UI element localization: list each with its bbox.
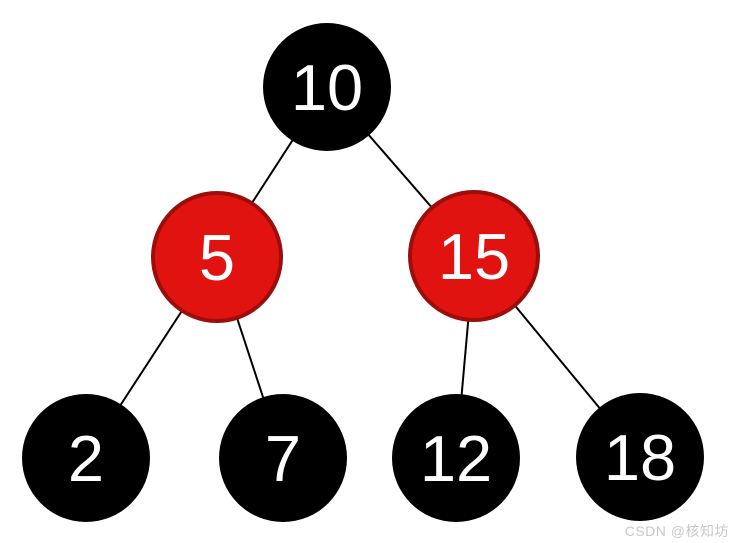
tree-node-7-label: 7 [264, 421, 302, 495]
tree-node-2-label: 2 [67, 421, 105, 495]
tree-node-18: 18 [576, 393, 704, 521]
csdn-watermark: CSDN @核知坊 [624, 523, 729, 539]
tree-node-12: 12 [392, 394, 520, 522]
tree-node-2: 2 [22, 394, 150, 522]
tree-node-5: 5 [151, 191, 283, 323]
tree-node-10-label: 10 [290, 50, 364, 124]
tree-node-10: 10 [263, 23, 391, 151]
tree-node-18-label: 18 [603, 420, 677, 494]
tree-node-15: 15 [408, 190, 540, 322]
tree-node-5-label: 5 [198, 220, 236, 294]
tree-node-12-label: 12 [419, 421, 493, 495]
tree-node-7: 7 [219, 394, 347, 522]
tree-node-15-label: 15 [437, 219, 511, 293]
